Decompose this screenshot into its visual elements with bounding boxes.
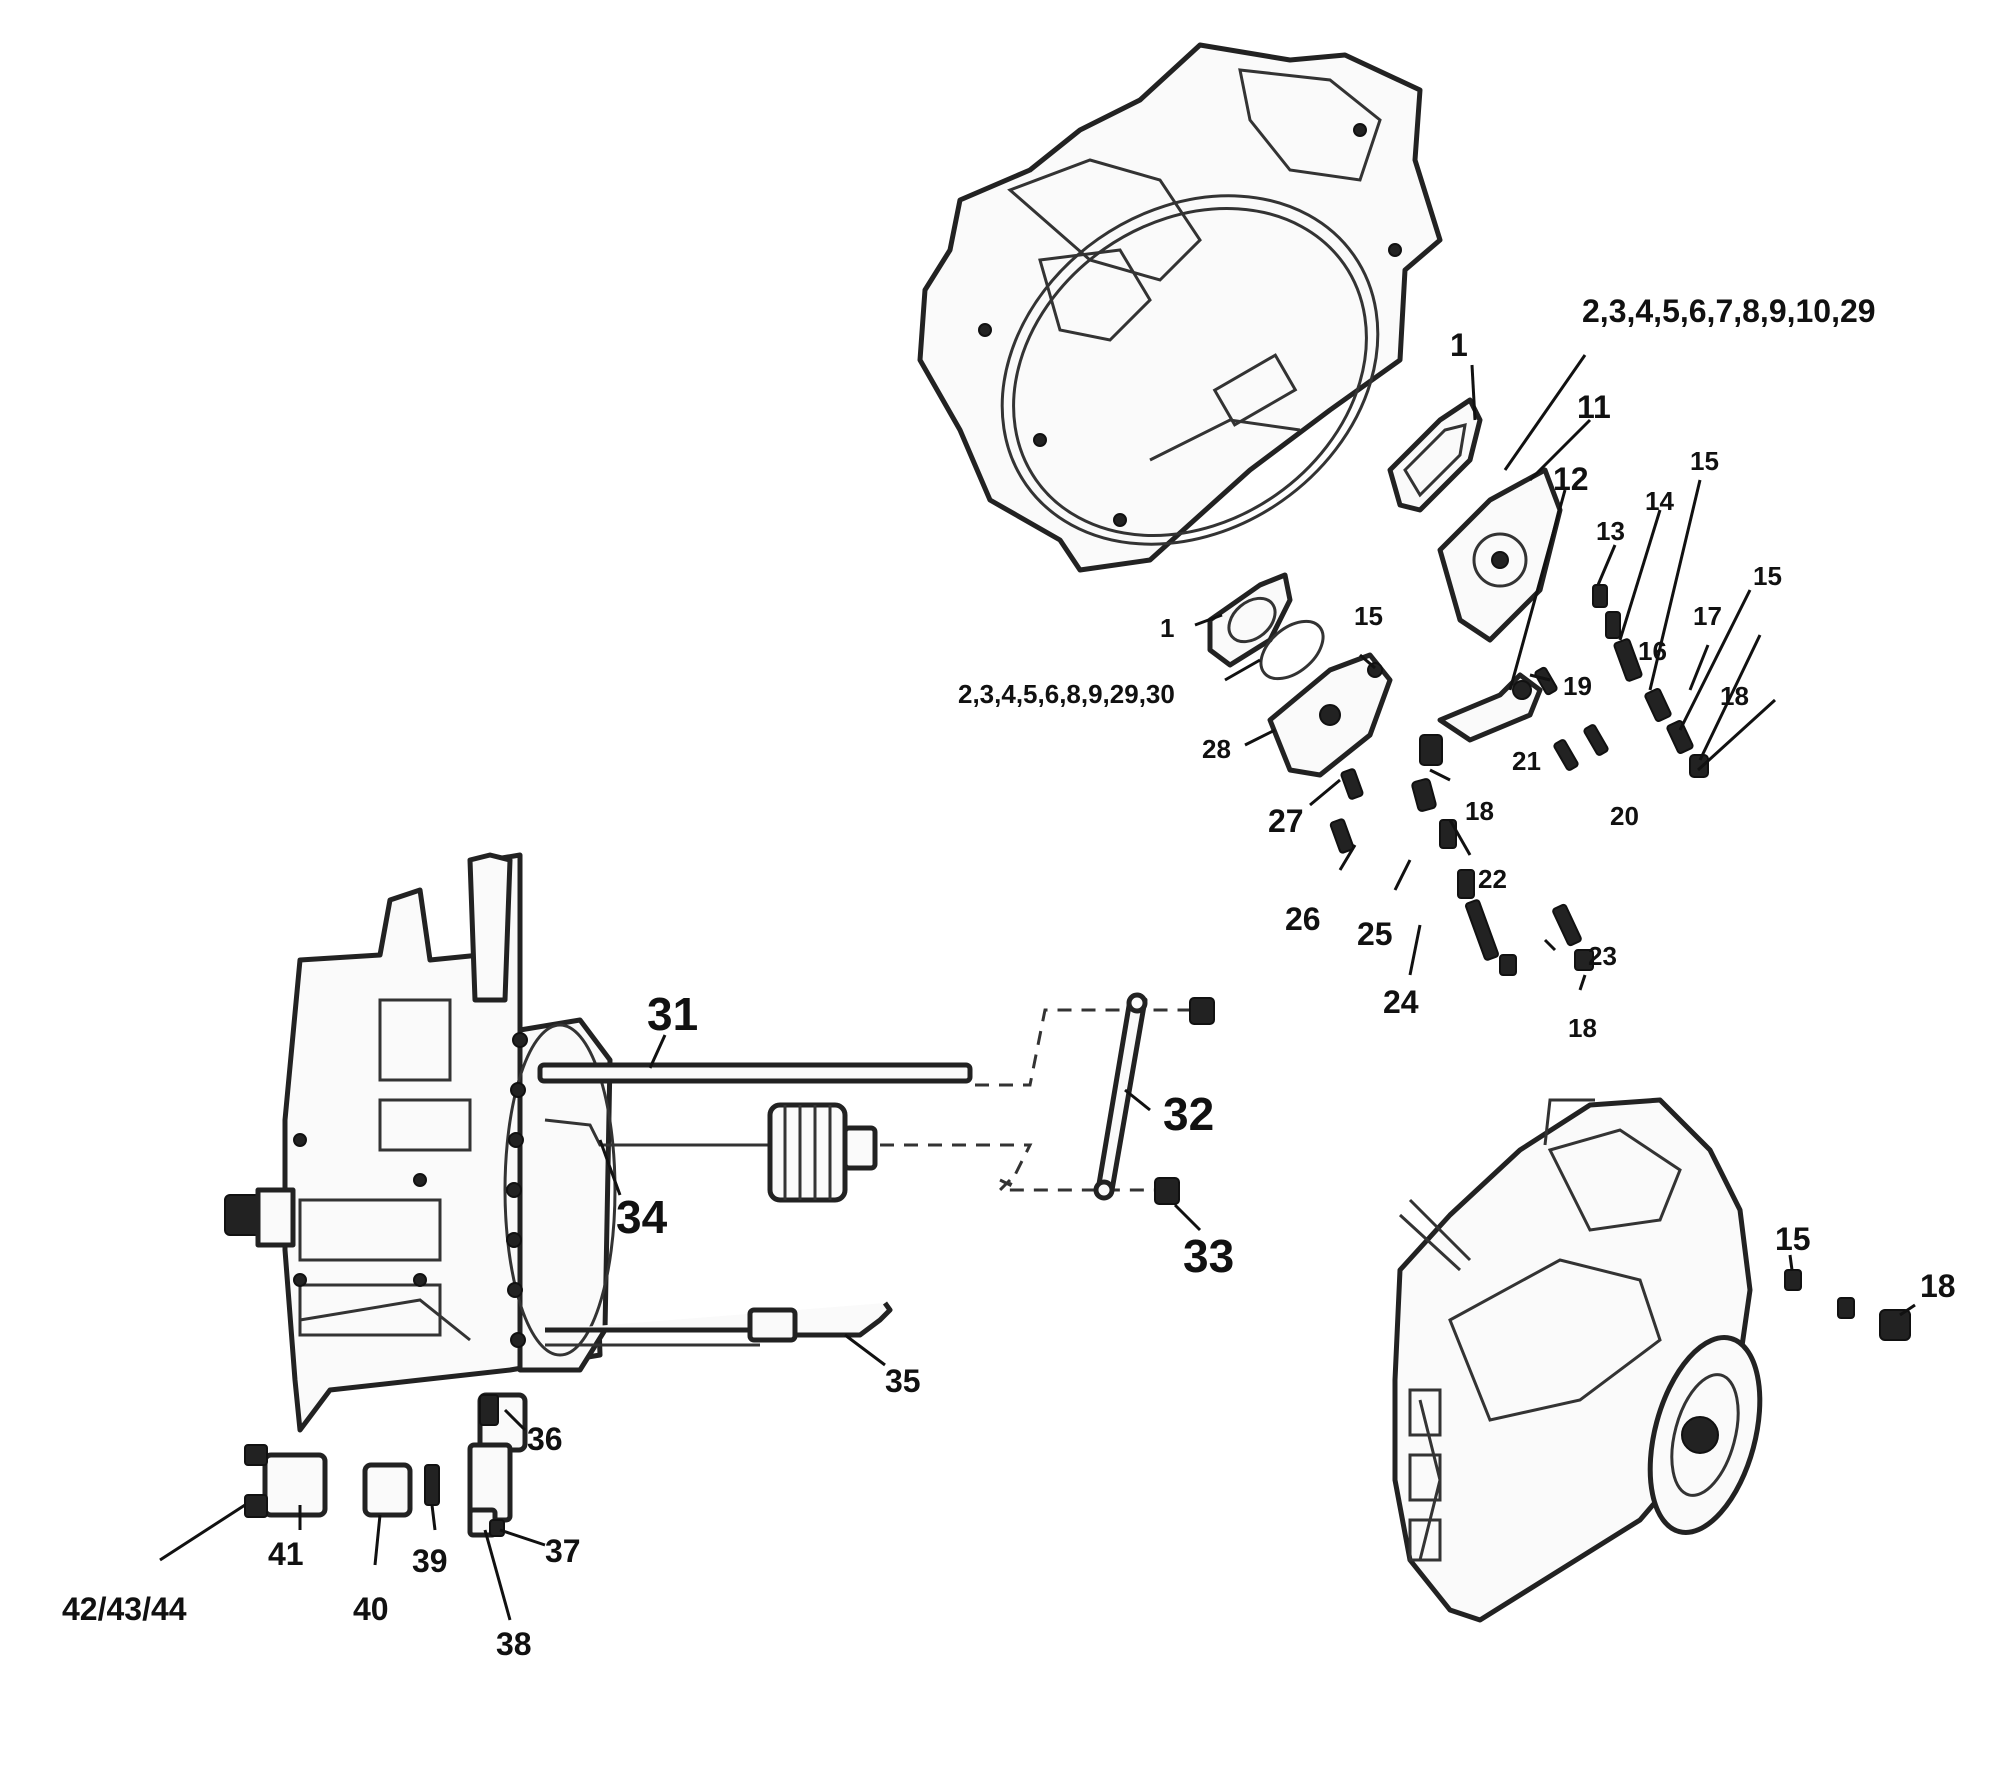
callout-label: 28 [1202, 734, 1231, 764]
callout-label: 15 [1775, 1221, 1811, 1257]
callout-label: 15 [1354, 601, 1383, 631]
callout-label: 35 [885, 1363, 921, 1399]
callout-label: 39 [412, 1543, 448, 1579]
shaft-31 [537, 1062, 973, 1084]
bell-housing-top [917, 42, 1443, 573]
callout-label: 31 [647, 988, 698, 1040]
callout-label: 38 [496, 1626, 532, 1662]
callout-label: 34 [616, 1191, 668, 1243]
leader-lines [159, 354, 1916, 1621]
callout-label: 24 [1383, 984, 1419, 1020]
callout-label: 11 [1577, 389, 1611, 425]
callout-label: 18 [1568, 1013, 1597, 1043]
callout-label: 27 [1268, 803, 1304, 839]
callout-label: 18 [1720, 681, 1749, 711]
bottom-components [244, 1392, 528, 1538]
callout-label: 21 [1512, 746, 1541, 776]
callout-labels: 2,3,4,5,6,7,8,9,10,29 1 11 12 13 14 15 1… [62, 293, 1956, 1662]
callout-label: 13 [1596, 516, 1625, 546]
callout-label: 2,3,4,5,6,8,9,29,30 [958, 679, 1175, 709]
callout-label: 26 [1285, 901, 1321, 937]
cover-11 [1437, 467, 1563, 643]
cover-28 [1267, 652, 1393, 778]
gasket-1-mid [1207, 572, 1325, 681]
plugs-15-18 [1784, 1269, 1911, 1341]
callout-label: 16 [1638, 636, 1667, 666]
callout-label: 33 [1183, 1230, 1234, 1282]
callout-label: 18 [1920, 1268, 1956, 1304]
callout-label: 40 [353, 1591, 389, 1627]
callout-label: 18 [1465, 796, 1494, 826]
housing-bolts [293, 1032, 528, 1348]
transmission-rear-view [1392, 1097, 1763, 1623]
callout-label: 14 [1645, 486, 1674, 516]
callout-label: 20 [1610, 801, 1639, 831]
callout-label: 1 [1160, 613, 1174, 643]
lever-32 [1093, 992, 1215, 1205]
gasket-1-top [1387, 397, 1483, 513]
callout-label: 15 [1690, 446, 1719, 476]
callout-label: 23 [1588, 941, 1617, 971]
transmission-side-view [224, 852, 617, 1433]
callout-label: 32 [1163, 1088, 1214, 1140]
callout-label: 42/43/44 [62, 1591, 187, 1627]
gear-shaft-34 [544, 1102, 878, 1203]
callout-label: 19 [1563, 671, 1592, 701]
callout-label: 15 [1753, 561, 1782, 591]
cable-35 [545, 1301, 893, 1347]
callout-label: 12 [1553, 461, 1589, 497]
callout-label: 2,3,4,5,6,7,8,9,10,29 [1582, 293, 1876, 329]
callout-label: 25 [1357, 916, 1393, 952]
tee-fitting-21 [1437, 672, 1543, 743]
fittings-lower [1329, 734, 1594, 976]
callout-label: 41 [268, 1536, 304, 1572]
callout-label: 37 [545, 1533, 581, 1569]
callout-label: 22 [1478, 864, 1507, 894]
callout-label: 36 [527, 1421, 563, 1457]
fittings-right [1534, 584, 1709, 778]
callout-label: 1 [1450, 327, 1468, 363]
callout-label: 17 [1693, 601, 1722, 631]
